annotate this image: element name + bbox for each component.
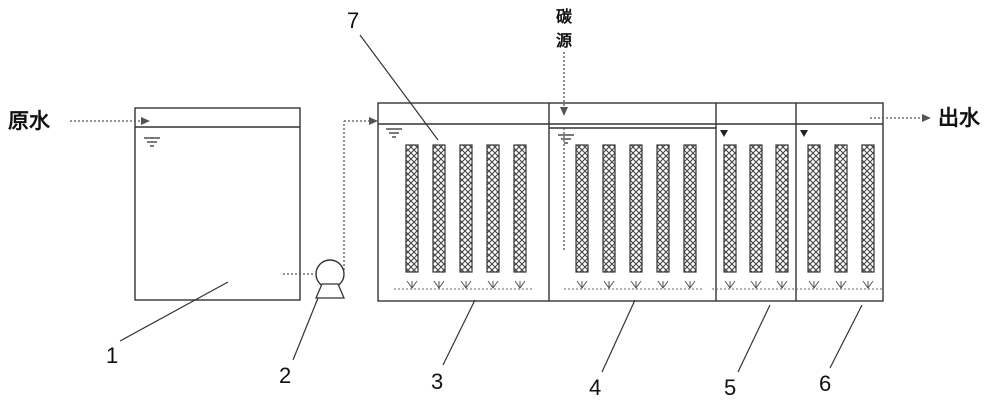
reactor-6-carrier-2 xyxy=(834,144,848,273)
reactor-4-carrier-1 xyxy=(575,144,589,273)
raw-water-tank xyxy=(134,107,301,301)
reactor-4-diffuser-1 xyxy=(576,280,588,289)
reactor-5-diffuser-3 xyxy=(776,280,788,289)
leader-lines xyxy=(119,34,863,373)
reactor-4-carrier-5 xyxy=(683,144,697,273)
carbon-source-char-1: 碳 xyxy=(556,7,573,26)
reactor-6-diffuser-3 xyxy=(862,280,874,289)
reactor-4-diffuser-2 xyxy=(603,280,615,289)
reactor-3-diffuser-2 xyxy=(433,280,445,289)
reactor-5-carrier-3 xyxy=(775,144,789,273)
component-number-4: 4 xyxy=(589,375,601,400)
component-number-1: 1 xyxy=(106,343,118,368)
inlet-label: 原水 xyxy=(8,109,51,133)
component-number-3: 3 xyxy=(431,369,443,394)
carrier-columns xyxy=(405,144,875,273)
reactor-3-carrier-3 xyxy=(459,144,473,273)
reactor-5-carrier-2 xyxy=(749,144,763,273)
water-level-icon xyxy=(144,137,160,147)
reactor-3-diffuser-4 xyxy=(487,280,499,289)
reactor-3-diffuser-5 xyxy=(514,280,526,289)
reactor-3-carrier-4 xyxy=(486,144,500,273)
component-number-5: 5 xyxy=(724,375,736,400)
pump xyxy=(283,117,378,299)
inlet-arrow xyxy=(70,117,150,125)
reactor-3-diffuser-1 xyxy=(406,280,418,289)
component-number-2: 2 xyxy=(279,363,291,388)
reactor-3-carrier-1 xyxy=(405,144,419,273)
water-level-icon xyxy=(720,130,728,137)
water-level-icon xyxy=(800,130,808,137)
reactor-5-carrier-1 xyxy=(723,144,737,273)
reactor-5-diffuser-1 xyxy=(724,280,736,289)
reactor-6-carrier-1 xyxy=(807,144,821,273)
reactor-4-diffuser-4 xyxy=(657,280,669,289)
outlet-arrow xyxy=(870,114,931,122)
outlet-label: 出水 xyxy=(938,106,981,130)
reactor-6-diffuser-2 xyxy=(835,280,847,289)
water-level-icon xyxy=(558,134,574,144)
reactor-4-diffuser-3 xyxy=(630,280,642,289)
reactor-3-diffuser-3 xyxy=(460,280,472,289)
reactor-3-carrier-5 xyxy=(513,144,527,273)
reactor-4-carrier-3 xyxy=(629,144,643,273)
reactor-4-carrier-4 xyxy=(656,144,670,273)
reactor-3-carrier-2 xyxy=(432,144,446,273)
water-level-icon xyxy=(386,128,402,138)
component-number-6: 6 xyxy=(819,371,831,396)
reactor-6-carrier-3 xyxy=(861,144,875,273)
reactor-5-diffuser-2 xyxy=(750,280,762,289)
carbon-source-char-2: 源 xyxy=(556,31,572,50)
reactor-4-carrier-2 xyxy=(602,144,616,273)
reactor-6-diffuser-1 xyxy=(808,280,820,289)
component-number-7: 7 xyxy=(347,8,359,33)
carbon-source-arrow xyxy=(560,52,568,250)
reactor-4-diffuser-5 xyxy=(684,280,696,289)
aerators xyxy=(394,280,882,290)
reactor-train xyxy=(377,102,884,302)
